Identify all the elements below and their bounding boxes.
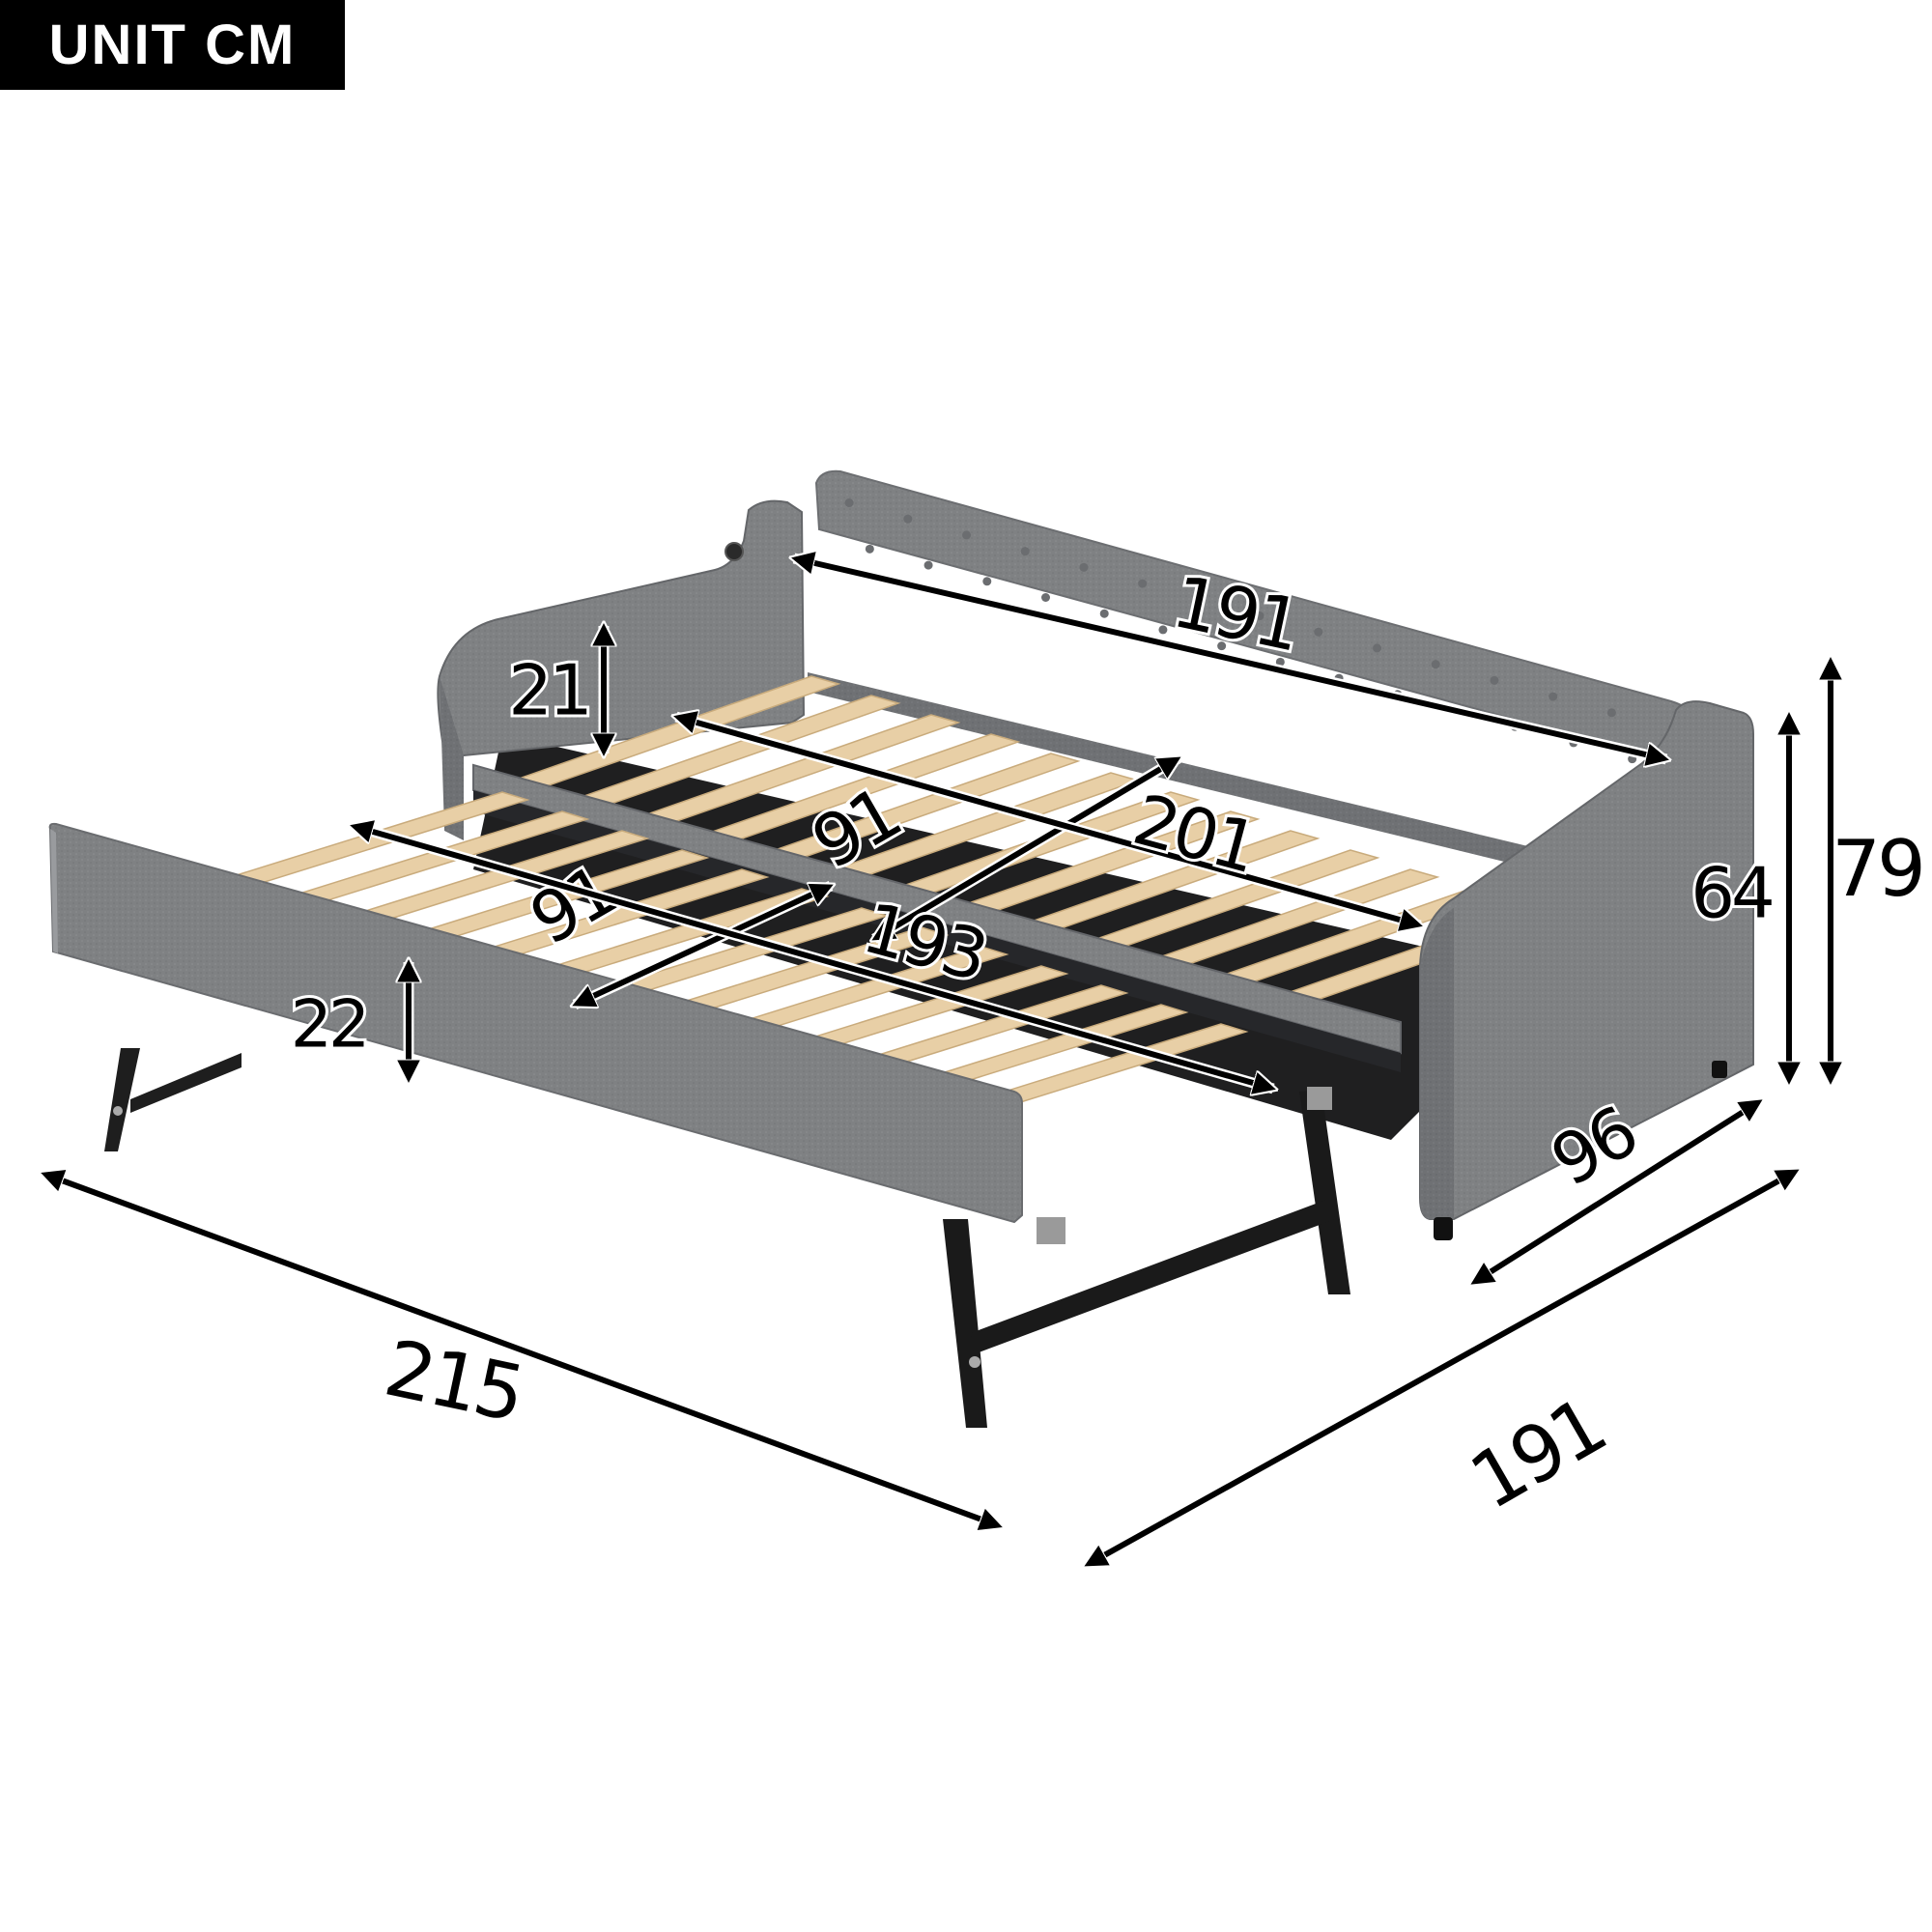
- dimension-trundle-panel-height: 22: [288, 962, 409, 1080]
- right-armrest-foot-back: [1712, 1061, 1727, 1078]
- hinge-bracket: [1037, 1217, 1065, 1244]
- tuft-button: [844, 498, 854, 508]
- unit-badge: UNIT CM: [0, 0, 345, 90]
- tuft-button: [865, 544, 874, 554]
- tuft-button: [1431, 660, 1440, 669]
- right-armrest-outer: [1420, 908, 1454, 1219]
- tuft-button: [1606, 708, 1616, 718]
- dimension-label: 21: [508, 650, 589, 731]
- right-armrest-foot-front: [1434, 1217, 1453, 1240]
- tuft-button: [1138, 579, 1148, 588]
- left-armrest-side: [440, 676, 464, 840]
- dimension-label: 79: [1832, 824, 1922, 914]
- trundle-front-brace: [971, 1198, 1335, 1354]
- tuft-button: [1079, 562, 1089, 572]
- double-arrow-icon: [353, 826, 1273, 1089]
- tuft-button: [1490, 675, 1499, 685]
- hinge-bracket: [1307, 1087, 1332, 1110]
- dimension-overall-height: 79: [1831, 660, 1929, 1082]
- tuft-button: [1373, 643, 1382, 653]
- dimension-label: 64: [1690, 853, 1772, 934]
- trundle-back-leg-left: [104, 1048, 140, 1151]
- tuft-button: [1041, 593, 1050, 602]
- unit-label: UNIT CM: [48, 14, 297, 76]
- double-arrow-icon: [794, 558, 1666, 759]
- dimension-headboard-width: 191: [794, 558, 1666, 759]
- tuft-button: [923, 560, 933, 570]
- tuft-button: [1099, 609, 1109, 618]
- dimension-label: 191: [1456, 1381, 1618, 1527]
- dimension-label: 22: [291, 987, 367, 1064]
- usb-port-icon: [724, 542, 744, 561]
- trundle-front-panel-edge: [50, 829, 58, 953]
- trundle-back-leg-brace-left: [130, 1053, 242, 1113]
- dimension-armrest-height: 64: [1688, 715, 1789, 1082]
- double-arrow-icon: [1087, 1171, 1797, 1565]
- left-armrest: [437, 499, 806, 757]
- trundle-front-leg-left: [943, 1219, 987, 1428]
- tuft-button: [1548, 692, 1558, 701]
- tuft-button: [1158, 625, 1168, 635]
- dimension-overall-length: 215: [43, 1174, 1000, 1526]
- bolt-icon: [969, 1356, 980, 1368]
- tuft-button: [1314, 627, 1323, 637]
- bolt-icon: [113, 1106, 123, 1116]
- tuft-button: [962, 530, 972, 540]
- tuft-button: [982, 577, 992, 586]
- dimension-armrest-height-above-slats: 21: [505, 626, 604, 753]
- double-arrow-icon: [43, 1174, 1000, 1526]
- tuft-button: [1020, 547, 1030, 556]
- tuft-button: [903, 514, 913, 524]
